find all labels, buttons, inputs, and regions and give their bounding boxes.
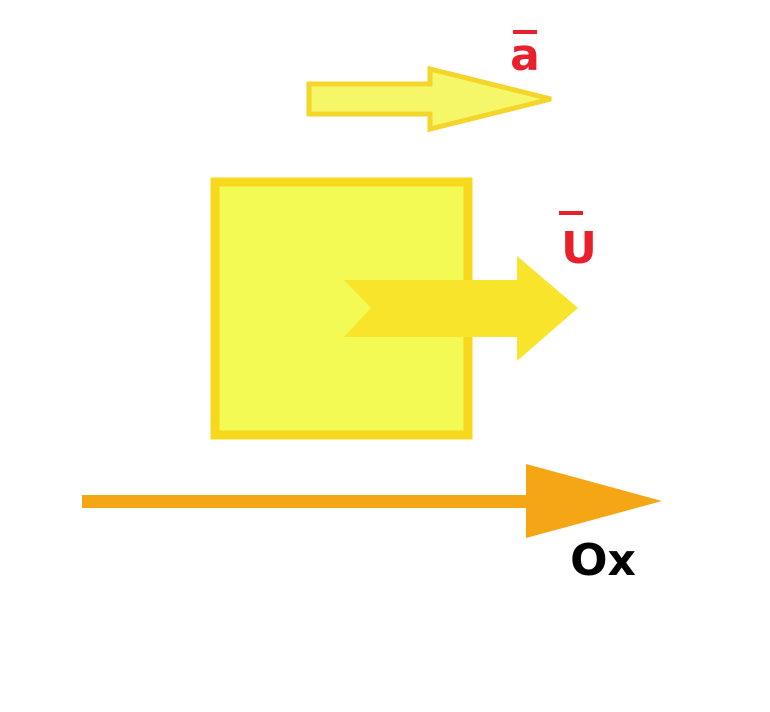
acceleration-label: a [510, 30, 540, 81]
ox-axis-arrowhead [526, 464, 662, 538]
acceleration-arrow [306, 65, 552, 133]
velocity-overbar [559, 211, 583, 215]
velocity-label-group: U [559, 211, 597, 274]
velocity-label: U [561, 223, 597, 274]
axis-label: Ox [570, 535, 636, 586]
ox-axis-line [82, 495, 532, 508]
ox-axis [82, 464, 662, 538]
velocity-arrow [344, 256, 578, 361]
acceleration-overbar [513, 30, 537, 34]
acceleration-label-group: a [510, 30, 540, 81]
